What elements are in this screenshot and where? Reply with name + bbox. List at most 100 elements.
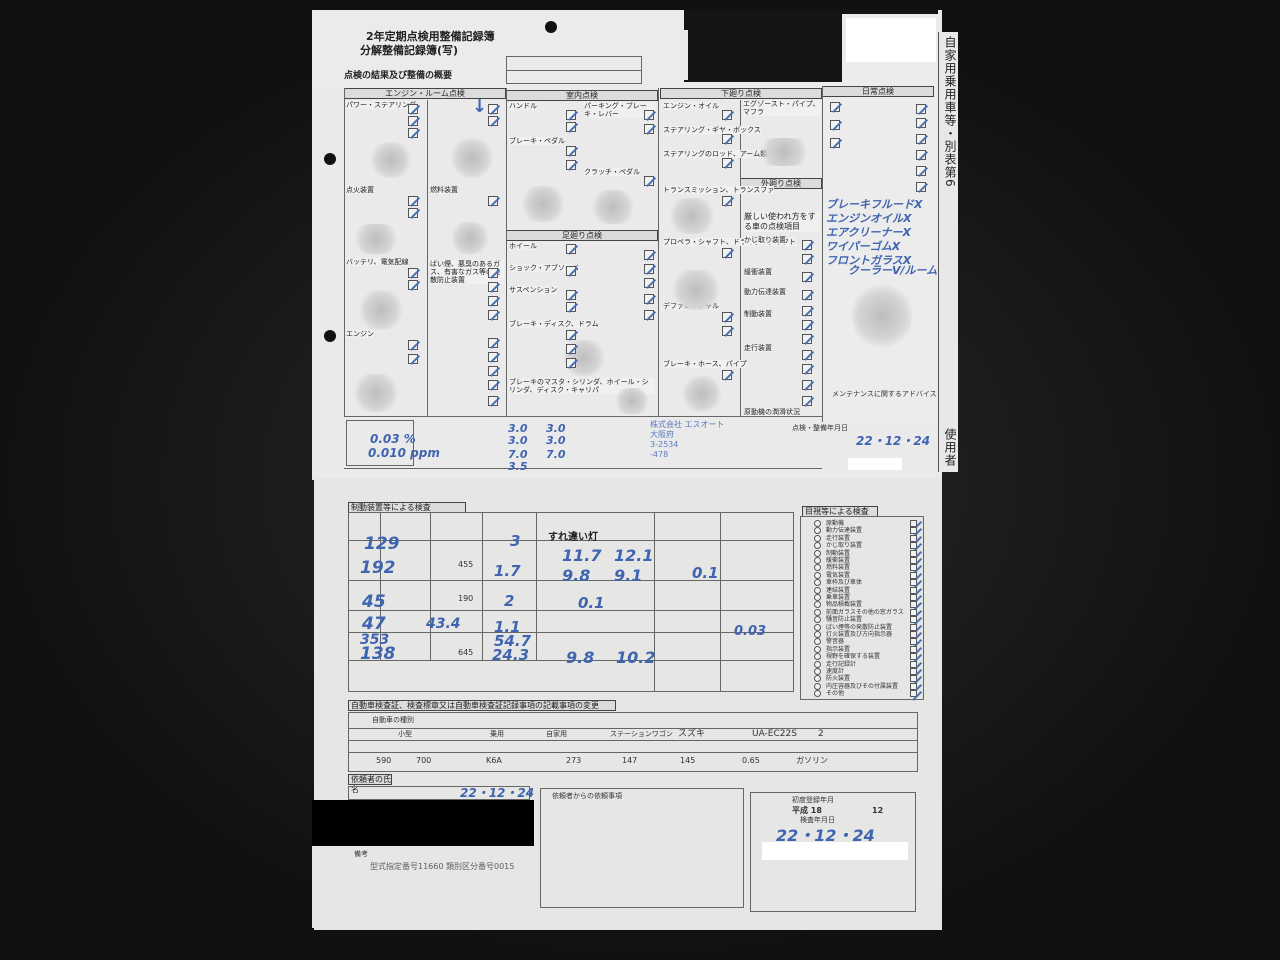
- check-box[interactable]: [916, 104, 926, 114]
- check-box[interactable]: [802, 350, 812, 360]
- check-box[interactable]: [802, 272, 812, 282]
- check-box[interactable]: [488, 396, 498, 406]
- check-box[interactable]: [830, 102, 840, 112]
- check-box[interactable]: [408, 208, 418, 218]
- check-box[interactable]: [910, 534, 917, 542]
- check-box[interactable]: [488, 282, 498, 292]
- check-box[interactable]: [910, 601, 917, 609]
- item-radio[interactable]: [814, 594, 821, 601]
- check-box[interactable]: [910, 623, 917, 631]
- item-radio[interactable]: [814, 579, 821, 587]
- check-box[interactable]: [830, 138, 840, 148]
- item-radio[interactable]: [814, 520, 821, 527]
- check-box[interactable]: [566, 358, 576, 368]
- check-box[interactable]: [910, 542, 917, 550]
- check-box[interactable]: [802, 380, 812, 390]
- item-radio[interactable]: [814, 557, 821, 564]
- check-box[interactable]: [802, 306, 812, 316]
- check-box[interactable]: [566, 330, 576, 340]
- check-box[interactable]: [802, 240, 812, 250]
- item-radio[interactable]: [814, 690, 821, 698]
- item-radio[interactable]: [814, 616, 821, 624]
- item-radio[interactable]: [814, 638, 821, 646]
- check-box[interactable]: [566, 122, 576, 132]
- check-box[interactable]: [916, 182, 926, 192]
- check-box[interactable]: [408, 116, 418, 126]
- check-box[interactable]: [488, 196, 498, 206]
- check-box[interactable]: [566, 146, 576, 156]
- check-box[interactable]: [910, 520, 917, 527]
- check-box[interactable]: [566, 344, 576, 354]
- check-box[interactable]: [488, 380, 498, 390]
- check-box[interactable]: [802, 334, 812, 344]
- check-box[interactable]: [408, 280, 418, 290]
- item-radio[interactable]: [814, 549, 821, 557]
- check-box[interactable]: [644, 294, 654, 304]
- check-box[interactable]: [722, 158, 732, 168]
- check-box[interactable]: [566, 302, 576, 312]
- check-box[interactable]: [644, 110, 654, 120]
- check-box[interactable]: [910, 645, 917, 653]
- check-box[interactable]: [408, 104, 418, 114]
- item-radio[interactable]: [814, 668, 821, 675]
- check-box[interactable]: [488, 338, 498, 348]
- check-box[interactable]: [910, 638, 917, 646]
- check-box[interactable]: [910, 668, 917, 675]
- check-box[interactable]: [910, 608, 917, 616]
- check-box[interactable]: [910, 527, 917, 535]
- check-box[interactable]: [910, 579, 917, 587]
- check-box[interactable]: [916, 150, 926, 160]
- item-radio[interactable]: [814, 571, 821, 579]
- check-box[interactable]: [566, 160, 576, 170]
- item-radio[interactable]: [814, 645, 821, 653]
- item-radio[interactable]: [814, 675, 821, 683]
- check-box[interactable]: [722, 134, 732, 144]
- check-box[interactable]: [910, 660, 917, 668]
- item-radio[interactable]: [814, 601, 821, 609]
- item-radio[interactable]: [814, 682, 821, 690]
- check-box[interactable]: [408, 268, 418, 278]
- check-box[interactable]: [722, 196, 732, 206]
- check-box[interactable]: [910, 564, 917, 572]
- check-box[interactable]: [644, 310, 654, 320]
- item-radio[interactable]: [814, 564, 821, 572]
- check-box[interactable]: [910, 675, 917, 683]
- check-box[interactable]: [488, 296, 498, 306]
- check-box[interactable]: [910, 690, 917, 698]
- item-radio[interactable]: [814, 586, 821, 594]
- check-box[interactable]: [910, 586, 917, 594]
- check-box[interactable]: [910, 682, 917, 690]
- check-box[interactable]: [722, 370, 732, 380]
- item-radio[interactable]: [814, 542, 821, 550]
- check-box[interactable]: [644, 124, 654, 134]
- check-box[interactable]: [910, 594, 917, 601]
- check-box[interactable]: [488, 310, 498, 320]
- check-box[interactable]: [488, 352, 498, 362]
- item-radio[interactable]: [814, 653, 821, 661]
- check-box[interactable]: [802, 254, 812, 264]
- check-box[interactable]: [916, 118, 926, 128]
- check-box[interactable]: [802, 396, 812, 406]
- check-box[interactable]: [802, 290, 812, 300]
- check-box[interactable]: [408, 196, 418, 206]
- check-box[interactable]: [488, 366, 498, 376]
- item-radio[interactable]: [814, 660, 821, 668]
- item-radio[interactable]: [814, 623, 821, 631]
- check-box[interactable]: [722, 248, 732, 258]
- check-box[interactable]: [566, 290, 576, 300]
- check-box[interactable]: [566, 244, 576, 254]
- check-box[interactable]: [408, 128, 418, 138]
- check-box[interactable]: [910, 571, 917, 579]
- check-box[interactable]: [916, 166, 926, 176]
- item-radio[interactable]: [814, 534, 821, 542]
- check-box[interactable]: [644, 278, 654, 288]
- check-box[interactable]: [722, 326, 732, 336]
- check-box[interactable]: [910, 631, 917, 638]
- check-box[interactable]: [566, 110, 576, 120]
- check-box[interactable]: [910, 557, 917, 564]
- check-box[interactable]: [910, 616, 917, 624]
- check-box[interactable]: [488, 116, 498, 126]
- check-box[interactable]: [408, 340, 418, 350]
- check-box[interactable]: [644, 176, 654, 186]
- check-box[interactable]: [644, 264, 654, 274]
